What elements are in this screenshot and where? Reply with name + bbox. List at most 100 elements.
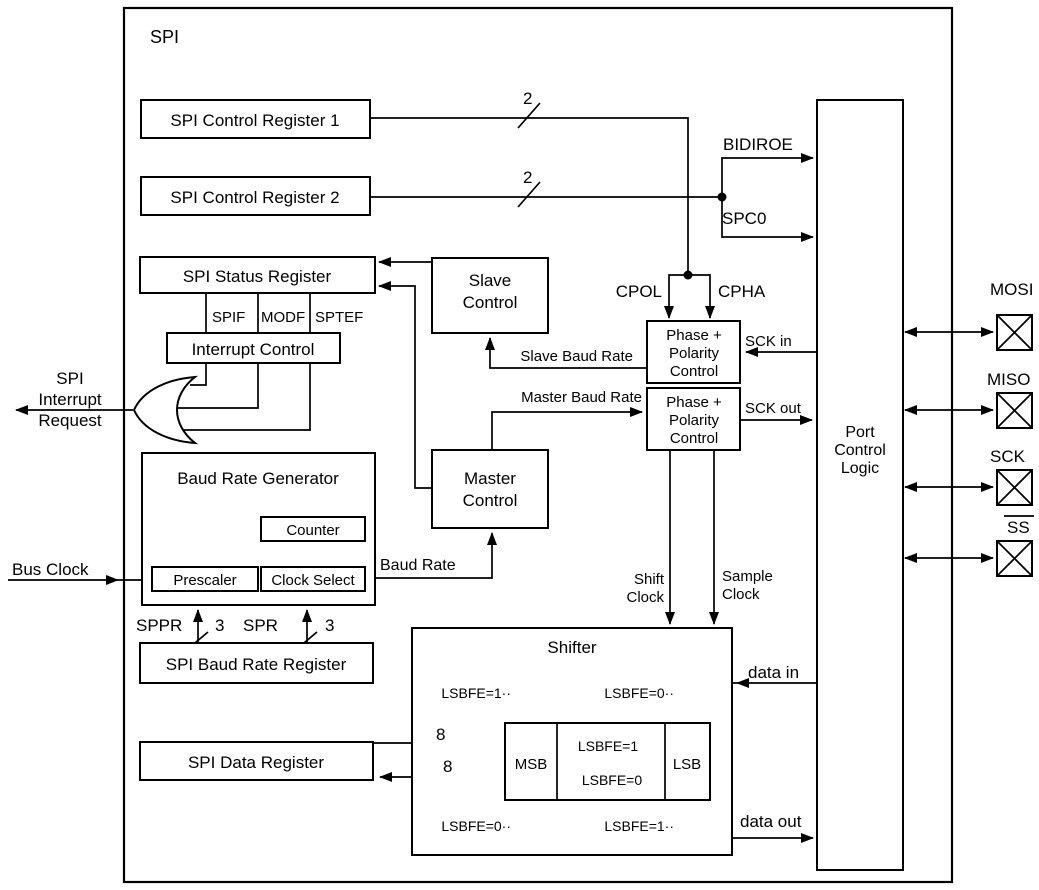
pin-mosi-label: MOSI: [990, 280, 1033, 299]
wire-master-baud-rate: [491, 407, 643, 450]
junction-dot-cpol-cpha: [683, 270, 693, 280]
block-shift-register: [504, 722, 711, 801]
wire-or-inputs: [174, 363, 311, 431]
label-control-register-1: SPI Control Register 1: [170, 111, 339, 130]
label-phase-polarity-bottom-1: Phase +: [666, 394, 722, 411]
block-slave-control: [431, 257, 549, 334]
wire-baud-rate: [365, 532, 497, 579]
block-interrupt-control: [166, 332, 341, 364]
label-interrupt-request-1: SPI: [56, 369, 83, 388]
wire-slave-baud-rate: [485, 337, 647, 369]
label-sck-in: SCK in: [745, 333, 792, 350]
label-data-in: data in: [748, 663, 799, 682]
label-phase-polarity-bottom-2: Polarity: [669, 412, 720, 429]
wire-cpol: [664, 274, 688, 319]
label-width2-bottom: 2: [523, 168, 532, 187]
label-lsbfe-shift-right: LSBFE=1: [578, 738, 639, 754]
label-lsbfe-out-right: LSBFE=1··: [604, 818, 674, 834]
pin-ss-label: SS: [1007, 518, 1030, 537]
label-data-out: data out: [740, 812, 802, 831]
block-data-register: [139, 741, 374, 781]
pin-sck-cross: [996, 469, 1033, 506]
label-clock-select: Clock Select: [271, 572, 355, 589]
label-msb: MSB: [515, 756, 548, 773]
block-control-register-2: [140, 176, 371, 216]
label-spc0: SPC0: [722, 209, 766, 228]
label-interrupt-control: Interrupt Control: [192, 340, 315, 359]
pin-miso: MISO: [904, 370, 1033, 429]
label-width2-top: 2: [523, 89, 532, 108]
label-width8-out: 8: [436, 725, 445, 744]
label-control-register-2: SPI Control Register 2: [170, 188, 339, 207]
label-phase-polarity-top-3: Control: [670, 363, 718, 380]
label-port-control-2: Control: [834, 442, 886, 459]
pin-miso-label: MISO: [987, 370, 1030, 389]
label-port-control-1: Port: [845, 424, 875, 441]
label-counter: Counter: [286, 522, 339, 539]
label-port-control-3: Logic: [841, 460, 879, 477]
wire-bidiroe: [721, 153, 814, 197]
label-modf: MODF: [261, 309, 305, 326]
label-shifter: Shifter: [547, 638, 596, 657]
label-slave-control-1: Slave: [469, 271, 512, 290]
block-baud-rate-register: [139, 642, 374, 684]
label-bidiroe: BIDIROE: [723, 135, 793, 154]
pin-mosi: MOSI: [904, 280, 1033, 351]
label-sample-clock-1: Sample: [722, 568, 773, 585]
label-interrupt-request-3: Request: [38, 411, 102, 430]
label-baud-rate-register: SPI Baud Rate Register: [166, 655, 347, 674]
block-phase-polarity-bottom: [646, 387, 741, 451]
label-lsb: LSB: [673, 756, 701, 773]
label-sample-clock-2: Clock: [722, 586, 760, 603]
block-counter: [260, 516, 366, 542]
block-control-register-1: [140, 99, 371, 139]
label-slave-control-2: Control: [463, 293, 518, 312]
pin-mosi-cross: [996, 314, 1033, 351]
label-lsbfe-shift-left: LSBFE=0: [582, 772, 643, 788]
label-shift-clock-2: Clock: [626, 589, 664, 606]
label-baud-rate-generator: Baud Rate Generator: [177, 469, 339, 488]
pin-sck: SCK: [904, 447, 1033, 506]
label-sppr: SPPR: [136, 616, 182, 635]
label-bus-clock: Bus Clock: [12, 560, 89, 579]
label-sppr-width: 3: [215, 616, 224, 635]
label-spr: SPR: [243, 616, 278, 635]
pin-sck-label: SCK: [990, 447, 1026, 466]
label-phase-polarity-bottom-3: Control: [670, 430, 718, 447]
label-cpol: CPOL: [616, 282, 662, 301]
label-shift-clock-1: Shift: [634, 571, 665, 588]
block-master-control: [431, 449, 549, 529]
or-gate: [132, 375, 199, 445]
label-phase-polarity-top-2: Polarity: [669, 345, 720, 362]
label-interrupt-request-2: Interrupt: [38, 390, 102, 409]
wire-spc0: [721, 197, 814, 242]
wire-ctrl1-bus: [370, 117, 689, 275]
label-lsbfe-in-left: LSBFE=1··: [441, 685, 511, 701]
wire-cpha: [688, 274, 715, 319]
label-cpha: CPHA: [718, 282, 766, 301]
label-slave-baud-rate: Slave Baud Rate: [520, 348, 633, 365]
pin-miso-cross: [996, 392, 1033, 429]
block-clock-select: [260, 566, 366, 592]
label-baud-rate: Baud Rate: [380, 557, 456, 574]
slash-width2-bottom: [517, 181, 541, 208]
label-width8-in: 8: [443, 757, 452, 776]
label-sptef: SPTEF: [315, 309, 363, 326]
block-phase-polarity-top: [646, 320, 741, 384]
block-status-register: [139, 256, 376, 294]
label-master-control-1: Master: [464, 469, 516, 488]
slash-width2-top: [517, 102, 541, 129]
label-sck-out: SCK out: [745, 400, 802, 417]
junction-dot-ctrl2: [717, 192, 727, 202]
label-spif: SPIF: [212, 309, 245, 326]
label-lsbfe-out-left: LSBFE=0··: [441, 818, 511, 834]
label-spr-width: 3: [325, 616, 334, 635]
wire-master-to-status: [378, 281, 432, 489]
pin-ss: SS: [904, 515, 1034, 577]
diagram-title: SPI: [150, 27, 179, 47]
label-lsbfe-in-right: LSBFE=0··: [604, 685, 674, 701]
label-prescaler: Prescaler: [173, 572, 236, 589]
pin-ss-cross: [996, 540, 1033, 577]
